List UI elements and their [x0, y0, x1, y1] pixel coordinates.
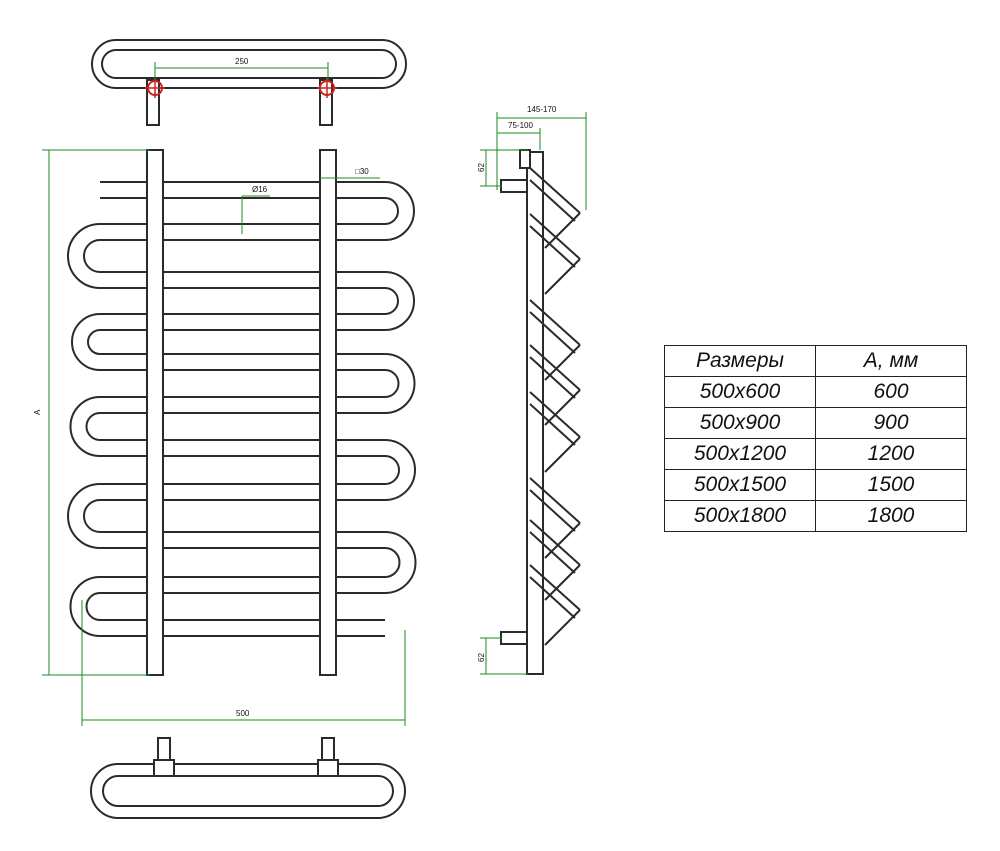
pipe-bend: [384, 531, 417, 594]
size-cell: 500х1200: [664, 438, 816, 470]
table-row: 500х600 600: [664, 376, 967, 408]
side-pipe: [544, 258, 581, 295]
side-pipe: [544, 564, 581, 601]
pipe-run: [100, 396, 385, 414]
side-pipe: [544, 522, 581, 559]
table-row: 500х900 900: [664, 407, 967, 439]
side-pipe: [529, 519, 581, 574]
a-cell: 1500: [815, 469, 967, 501]
bar-square-label: □30: [355, 167, 369, 176]
pipe-run: [100, 271, 385, 289]
side-pipe: [529, 299, 581, 354]
size-cell: 500х1800: [664, 500, 816, 532]
pipe-run: [100, 531, 385, 549]
center-distance-label: 250: [235, 57, 249, 66]
pipe-run: [100, 353, 385, 371]
side-pipe: [544, 609, 581, 646]
depth-wall-label: 75-100: [508, 121, 533, 130]
side-pipe: [544, 344, 581, 381]
pipe-bend: [67, 483, 101, 549]
side-collector: [526, 151, 544, 675]
table-header-row: Размеры А, мм: [664, 345, 967, 377]
pipe-bend: [384, 353, 416, 414]
bottom-offset-label: 62: [477, 653, 486, 662]
width-label: 500: [236, 709, 250, 718]
pipe-run: [100, 576, 385, 594]
header-a-mm: А, мм: [815, 345, 967, 377]
pipe-run: [100, 439, 385, 457]
height-label: A: [33, 409, 42, 415]
size-cell: 500х1500: [664, 469, 816, 501]
side-pipe: [529, 213, 581, 268]
header-sizes: Размеры: [664, 345, 816, 377]
front-view: A 500 Ø16 □30: [33, 149, 417, 726]
table-row: 500х1200 1200: [664, 438, 967, 470]
table-row: 500х1800 1800: [664, 500, 967, 532]
pipe-diameter-label: Ø16: [252, 185, 268, 194]
pipe-bend: [384, 181, 415, 241]
side-pipe: [529, 477, 581, 532]
a-cell: 600: [815, 376, 967, 408]
left-collector-bar: [146, 149, 164, 676]
side-pipe: [529, 344, 581, 399]
pipe-run: [100, 483, 385, 501]
size-cell: 500х900: [664, 407, 816, 439]
side-pipe: [529, 167, 581, 222]
pipe-bend: [384, 271, 415, 331]
pipe-bend: [71, 313, 101, 371]
side-pipe: [544, 212, 581, 249]
a-cell: 1800: [815, 500, 967, 532]
side-view: 145-170 75-100 62 62: [477, 105, 587, 675]
pipe-bend: [67, 223, 101, 289]
pipe-run: [100, 313, 385, 331]
pipe-run: [100, 619, 385, 637]
a-cell: 900: [815, 407, 967, 439]
top-view: 250: [91, 39, 407, 126]
pipe-bend: [384, 439, 416, 501]
size-table: Размеры А, мм 500х600 600 500х900 900 50…: [664, 345, 967, 532]
pipe-bend: [69, 396, 101, 457]
pipe-bend: [69, 576, 101, 637]
side-pipe: [544, 389, 581, 426]
side-pipe: [529, 391, 581, 446]
table-row: 500х1500 1500: [664, 469, 967, 501]
side-pipe: [529, 564, 581, 619]
side-pipe: [544, 436, 581, 473]
bottom-view: [90, 737, 406, 819]
depth-total-label: 145-170: [527, 105, 557, 114]
a-cell: 1200: [815, 438, 967, 470]
top-offset-label: 62: [477, 163, 486, 172]
right-collector-bar: [319, 149, 337, 676]
size-cell: 500х600: [664, 376, 816, 408]
